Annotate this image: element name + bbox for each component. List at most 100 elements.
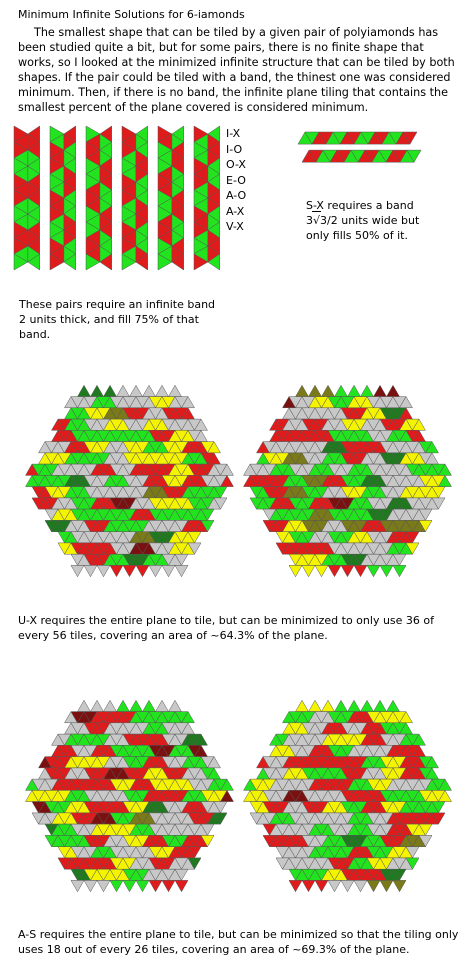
triangle-cell bbox=[334, 384, 348, 397]
triangle-cell bbox=[99, 253, 112, 271]
triangle-cell bbox=[353, 880, 368, 893]
ux-tiling-left bbox=[25, 384, 234, 578]
triangle-cell bbox=[193, 253, 209, 271]
pair-label: V-X bbox=[226, 220, 244, 233]
triangle-cell bbox=[116, 384, 130, 397]
triangle-cell bbox=[301, 880, 316, 893]
triangle-cell bbox=[83, 565, 98, 578]
triangle-cell bbox=[314, 880, 329, 893]
sx-caption: S-X requires a band 3√3/2 units wide but… bbox=[306, 198, 466, 243]
sx-caption-rest: /2 units wide but bbox=[327, 214, 420, 227]
triangle-cell bbox=[288, 880, 303, 893]
triangle-cell bbox=[129, 699, 143, 712]
triangle-cell bbox=[142, 384, 156, 397]
triangle-cell bbox=[122, 565, 137, 578]
triangle-cell bbox=[288, 565, 303, 578]
triangle-cell bbox=[373, 699, 387, 712]
triangle-cell bbox=[405, 846, 420, 859]
triangle-cell bbox=[70, 565, 85, 578]
triangle-cell bbox=[334, 699, 348, 712]
triangle-cell bbox=[392, 868, 407, 881]
triangle-cell bbox=[103, 699, 117, 712]
triangle-cell bbox=[135, 565, 150, 578]
triangle-cell bbox=[405, 857, 420, 870]
triangle-cell bbox=[109, 565, 124, 578]
triangle-cell bbox=[96, 565, 111, 578]
ux-caption: U-X requires the entire plane to tile, b… bbox=[18, 614, 435, 642]
triangle-cell bbox=[321, 699, 335, 712]
triangle-cell bbox=[327, 880, 342, 893]
sx-caption-coef: 3 bbox=[306, 214, 313, 227]
triangle-cell bbox=[431, 801, 446, 814]
triangle-cell bbox=[213, 812, 228, 825]
triangle-cell bbox=[418, 823, 433, 836]
sx-band-figure bbox=[297, 131, 422, 163]
triangle-cell bbox=[340, 880, 355, 893]
pair-label: I-O bbox=[226, 142, 243, 156]
triangle-cell bbox=[392, 553, 407, 566]
triangle-cell bbox=[187, 542, 202, 555]
triangle-cell bbox=[213, 801, 228, 814]
triangle-cell bbox=[431, 497, 446, 510]
triangle-cell bbox=[187, 857, 202, 870]
triangle-cell bbox=[402, 131, 418, 145]
pair-label: O-X bbox=[226, 158, 246, 171]
triangle-cell bbox=[308, 384, 322, 397]
triangle-cell bbox=[109, 880, 124, 893]
triangle-cell bbox=[200, 835, 215, 848]
triangle-cell bbox=[103, 384, 117, 397]
triangle-cell bbox=[379, 880, 394, 893]
triangle-cell bbox=[418, 835, 433, 848]
triangle-cell bbox=[405, 542, 420, 555]
triangle-cell bbox=[431, 486, 446, 499]
triangle-cell bbox=[122, 880, 137, 893]
pair-label: A-O bbox=[226, 189, 247, 202]
pair-label: E-O bbox=[226, 173, 246, 187]
triangle-cell bbox=[340, 565, 355, 578]
triangle-cell bbox=[360, 699, 374, 712]
triangle-cell bbox=[49, 253, 65, 271]
triangle-cell bbox=[90, 384, 104, 397]
triangle-cell bbox=[353, 565, 368, 578]
triangle-cell bbox=[386, 699, 400, 712]
triangle-cell bbox=[327, 565, 342, 578]
triangle-cell bbox=[360, 384, 374, 397]
triangle-cell bbox=[77, 699, 91, 712]
triangle-cell bbox=[405, 531, 420, 544]
triangle-cell bbox=[63, 253, 76, 271]
triangle-cell bbox=[83, 880, 98, 893]
triangle-cell bbox=[135, 880, 150, 893]
triangle-cell bbox=[161, 880, 176, 893]
triangle-cell bbox=[90, 699, 104, 712]
triangle-cell bbox=[85, 253, 101, 271]
triangle-cell bbox=[295, 384, 309, 397]
triangle-cell bbox=[116, 699, 130, 712]
triangle-cell bbox=[148, 565, 163, 578]
triangle-cell bbox=[366, 565, 381, 578]
triangle-cell bbox=[174, 565, 189, 578]
triangle-cell bbox=[174, 553, 189, 566]
intro-paragraph: The smallest shape that can be tiled by … bbox=[18, 26, 455, 114]
triangle-cell bbox=[213, 497, 228, 510]
triangle-cell bbox=[207, 253, 220, 271]
sx-caption-radicand: 3 bbox=[320, 214, 328, 227]
band-caption: These pairs require an infinite band 2 u… bbox=[19, 298, 216, 341]
sx-caption-line3: only fills 50% of it. bbox=[306, 229, 408, 242]
triangle-cell bbox=[155, 699, 169, 712]
sx-caption-line2: 3√3/2 units wide but bbox=[306, 211, 466, 228]
triangle-cell bbox=[379, 565, 394, 578]
triangle-cell bbox=[200, 508, 215, 521]
triangle-cell bbox=[13, 253, 29, 271]
triangle-cell bbox=[418, 520, 433, 533]
triangle-cell bbox=[77, 384, 91, 397]
triangle-cell bbox=[373, 384, 387, 397]
ux-tiling-right bbox=[243, 384, 452, 578]
triangle-cell bbox=[406, 149, 422, 163]
triangle-cell bbox=[314, 565, 329, 578]
triangle-cell bbox=[200, 520, 215, 533]
triangle-cell bbox=[129, 384, 143, 397]
triangle-cell bbox=[301, 565, 316, 578]
triangle-cell bbox=[386, 384, 400, 397]
triangle-cell bbox=[70, 880, 85, 893]
pair-label: I-X bbox=[226, 127, 241, 140]
